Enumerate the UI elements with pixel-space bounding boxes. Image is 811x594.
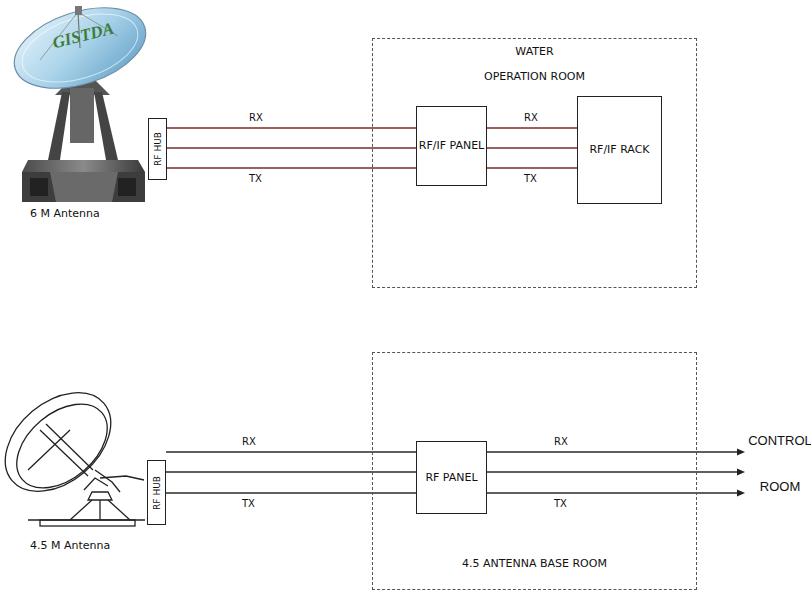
- signal-line: [487, 128, 577, 129]
- rf-hub-box: RF HUB: [147, 460, 166, 525]
- signal-line: [167, 168, 416, 169]
- signal-line: [167, 128, 416, 129]
- signal-name: RX: [552, 436, 570, 447]
- node-text: RF PANEL: [417, 468, 486, 488]
- room-title: 4.5 ANTENNA BASE ROOM: [373, 557, 696, 570]
- signal-name: TX: [240, 498, 257, 509]
- signal-name: TX: [552, 498, 569, 509]
- antenna-caption: 4.5 M Antenna: [30, 539, 110, 552]
- antenna-caption: 6 M Antenna: [30, 207, 100, 220]
- signal-name: RX: [247, 112, 265, 123]
- destination-label: CONTROL ROOM: [746, 418, 811, 516]
- room-region: 4.5 ANTENNA BASE ROOM RF PANEL: [372, 352, 697, 590]
- equipment-box: RF/IF RACK: [577, 96, 662, 204]
- signal-name: TX: [247, 173, 264, 184]
- signal-name: RX: [522, 112, 540, 123]
- node-text: RF HUB: [153, 132, 163, 166]
- signal-line: [166, 452, 416, 453]
- signal-line: [487, 148, 577, 149]
- room-region: WATER OPERATION ROOM RF/IF PANEL RF/IF RACK: [372, 38, 697, 288]
- signal-line: [487, 469, 745, 476]
- signal-line: [487, 449, 745, 456]
- node-text: RF/IF RACK: [578, 140, 661, 160]
- signal-name: TX: [522, 173, 539, 184]
- signal-line: [487, 490, 745, 497]
- rf-hub-box: RF HUB: [148, 118, 167, 180]
- signal-line: [166, 493, 416, 494]
- four-point-five-metre-antenna: [0, 373, 145, 526]
- six-metre-antenna: [4, 0, 156, 202]
- signal-line: [166, 472, 416, 473]
- room-title: OPERATION ROOM: [373, 70, 696, 83]
- node-text: CONTROL ROOM: [746, 418, 811, 510]
- signal-line: [487, 168, 577, 169]
- equipment-box: RF PANEL: [416, 441, 487, 514]
- node-text: RF HUB: [152, 476, 162, 510]
- room-title: WATER: [373, 45, 696, 58]
- node-text: RF/IF PANEL: [417, 136, 486, 156]
- signal-line: [167, 148, 416, 149]
- signal-name: RX: [240, 436, 258, 447]
- equipment-box: RF/IF PANEL: [416, 106, 487, 186]
